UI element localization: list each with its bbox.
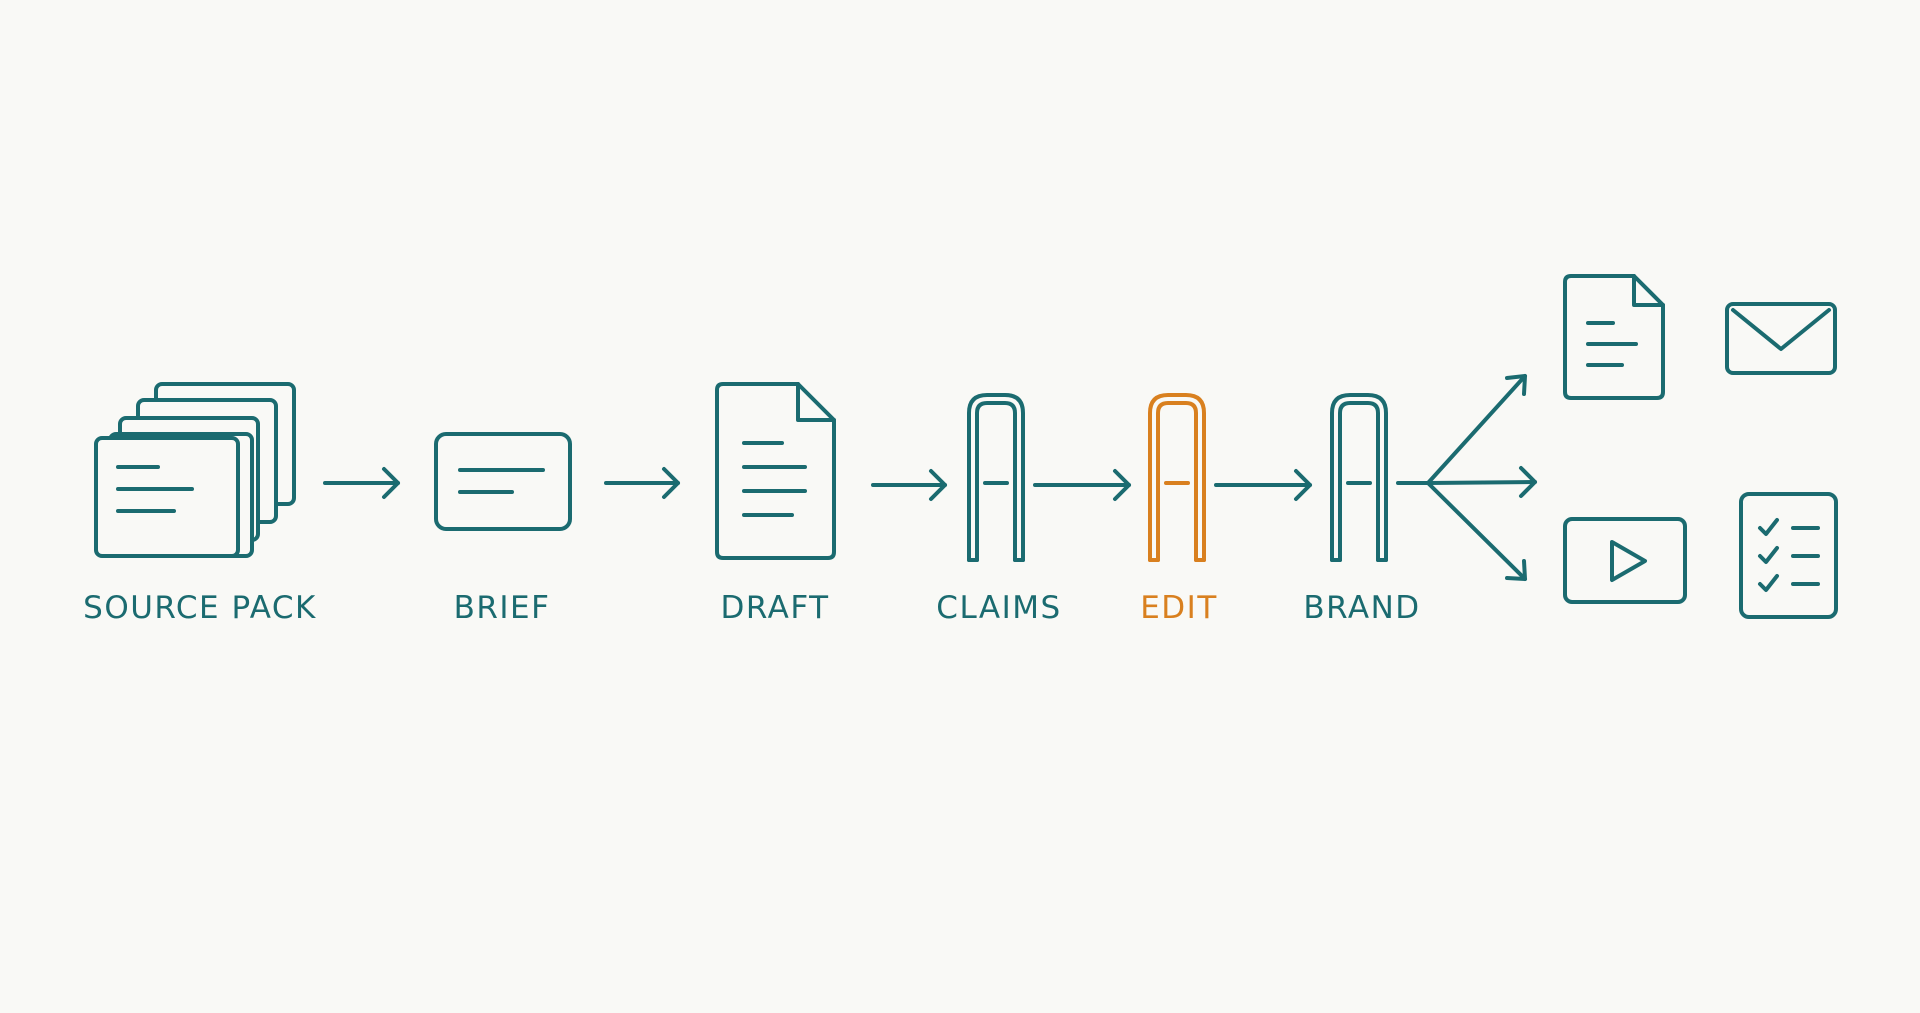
step-label-source-pack: SOURCE PACK — [83, 590, 317, 626]
video-play-icon — [1563, 517, 1687, 604]
step-label-claims: CLAIMS — [936, 590, 1061, 626]
claims-gate-icon — [967, 393, 1025, 562]
step-label-brief: BRIEF — [454, 590, 551, 626]
arrow-edit-to-brand — [1214, 469, 1312, 501]
brand-gate-icon — [1330, 393, 1388, 562]
brief-card-icon — [434, 432, 572, 531]
fanout-arrows — [1396, 374, 1537, 581]
draft-document-icon — [715, 382, 836, 560]
arrow-claims-to-edit — [1033, 469, 1131, 501]
mail-icon — [1725, 302, 1837, 375]
checklist-icon — [1739, 492, 1838, 619]
edit-gate-icon — [1148, 393, 1206, 562]
arrow-source-to-brief — [323, 467, 400, 499]
step-label-draft: DRAFT — [720, 590, 829, 626]
arrow-draft-to-claims — [871, 469, 947, 501]
document-icon — [1563, 274, 1665, 400]
arrow-brief-to-draft — [604, 467, 680, 499]
step-label-brand: BRAND — [1303, 590, 1420, 626]
source-pack-icon — [94, 382, 296, 558]
step-label-edit: EDIT — [1140, 590, 1218, 626]
